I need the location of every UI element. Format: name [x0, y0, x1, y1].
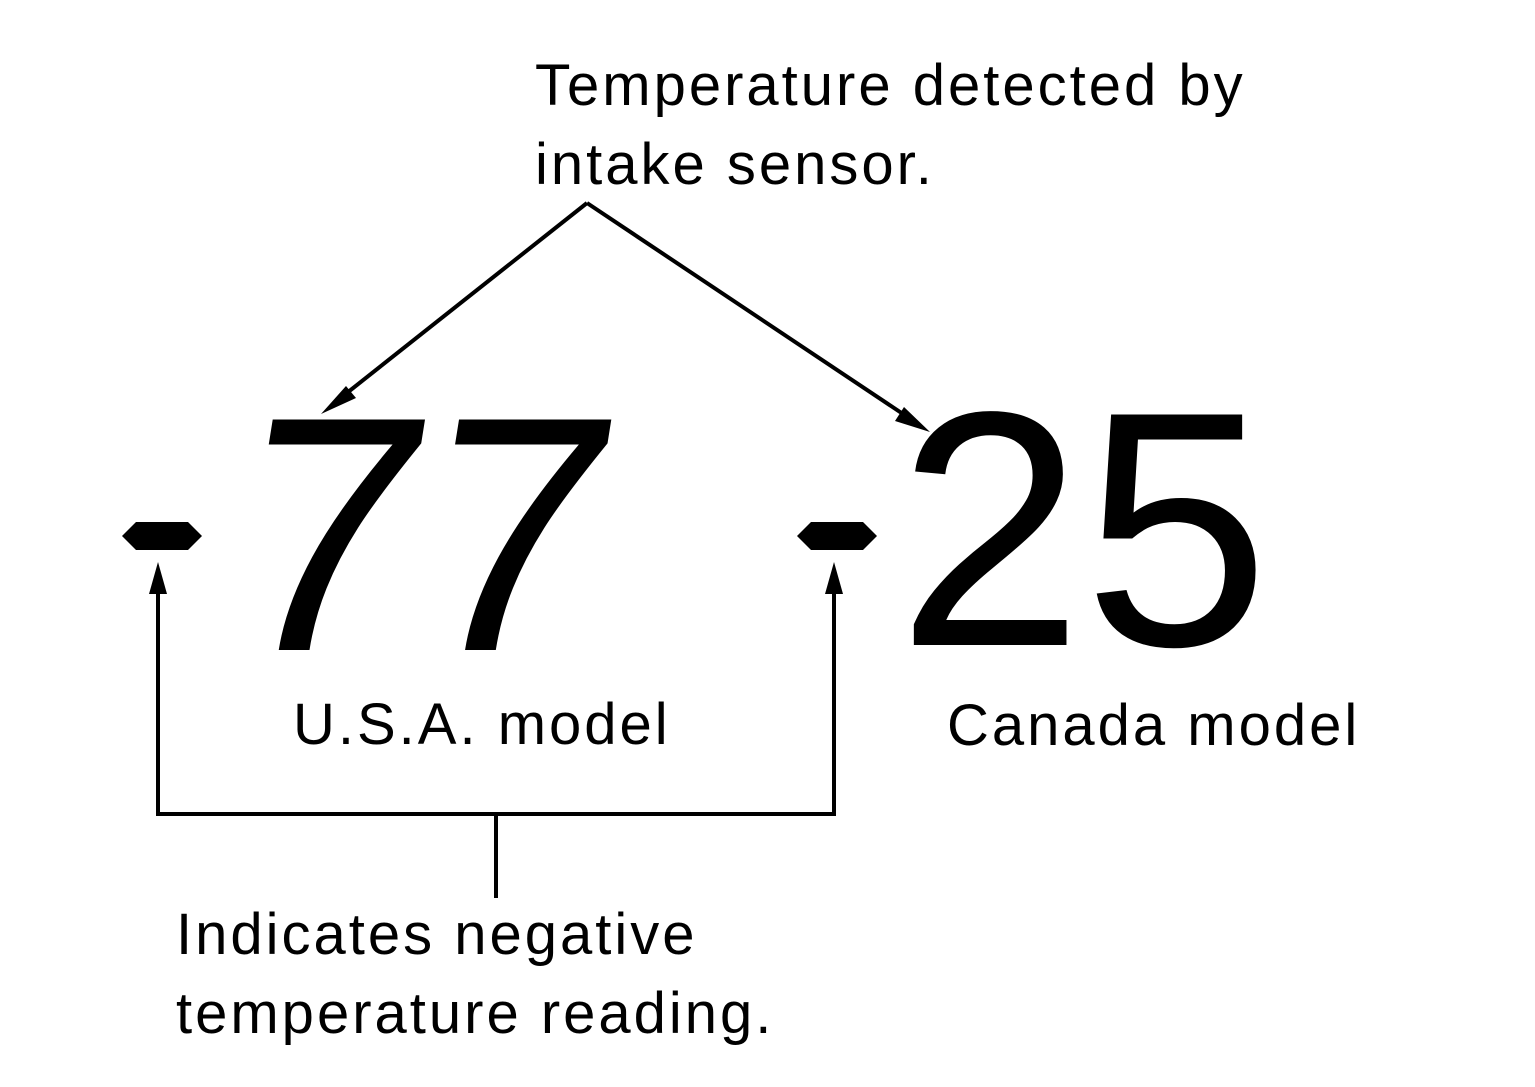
intake-sensor-callout-line2: intake sensor.	[535, 132, 935, 197]
arrowhead-canada-minus	[825, 562, 843, 594]
canada-minus-sign	[797, 522, 877, 550]
canada-temperature-value: 25	[897, 342, 1270, 716]
usa-minus-sign	[122, 522, 202, 550]
canada-display: 25 Canada model	[797, 342, 1360, 758]
leader-to-canada-value	[585, 201, 914, 422]
leader-to-usa-value	[336, 201, 589, 402]
arrowhead-usa-value	[321, 386, 356, 414]
usa-display: 77 U.S.A. model	[122, 348, 671, 757]
canada-model-label: Canada model	[947, 693, 1360, 758]
usa-model-label: U.S.A. model	[293, 692, 671, 757]
negative-callout-line1: Indicates negative	[176, 902, 698, 967]
negative-indicator-bracket	[149, 562, 843, 898]
arrowhead-usa-minus	[149, 562, 167, 594]
usa-temperature-value: 77	[208, 348, 640, 722]
arrowhead-canada-value	[895, 407, 930, 432]
intake-sensor-leader-lines	[321, 201, 930, 432]
negative-callout-line2: temperature reading.	[176, 981, 774, 1046]
intake-sensor-callout-line1: Temperature detected by	[535, 53, 1246, 118]
